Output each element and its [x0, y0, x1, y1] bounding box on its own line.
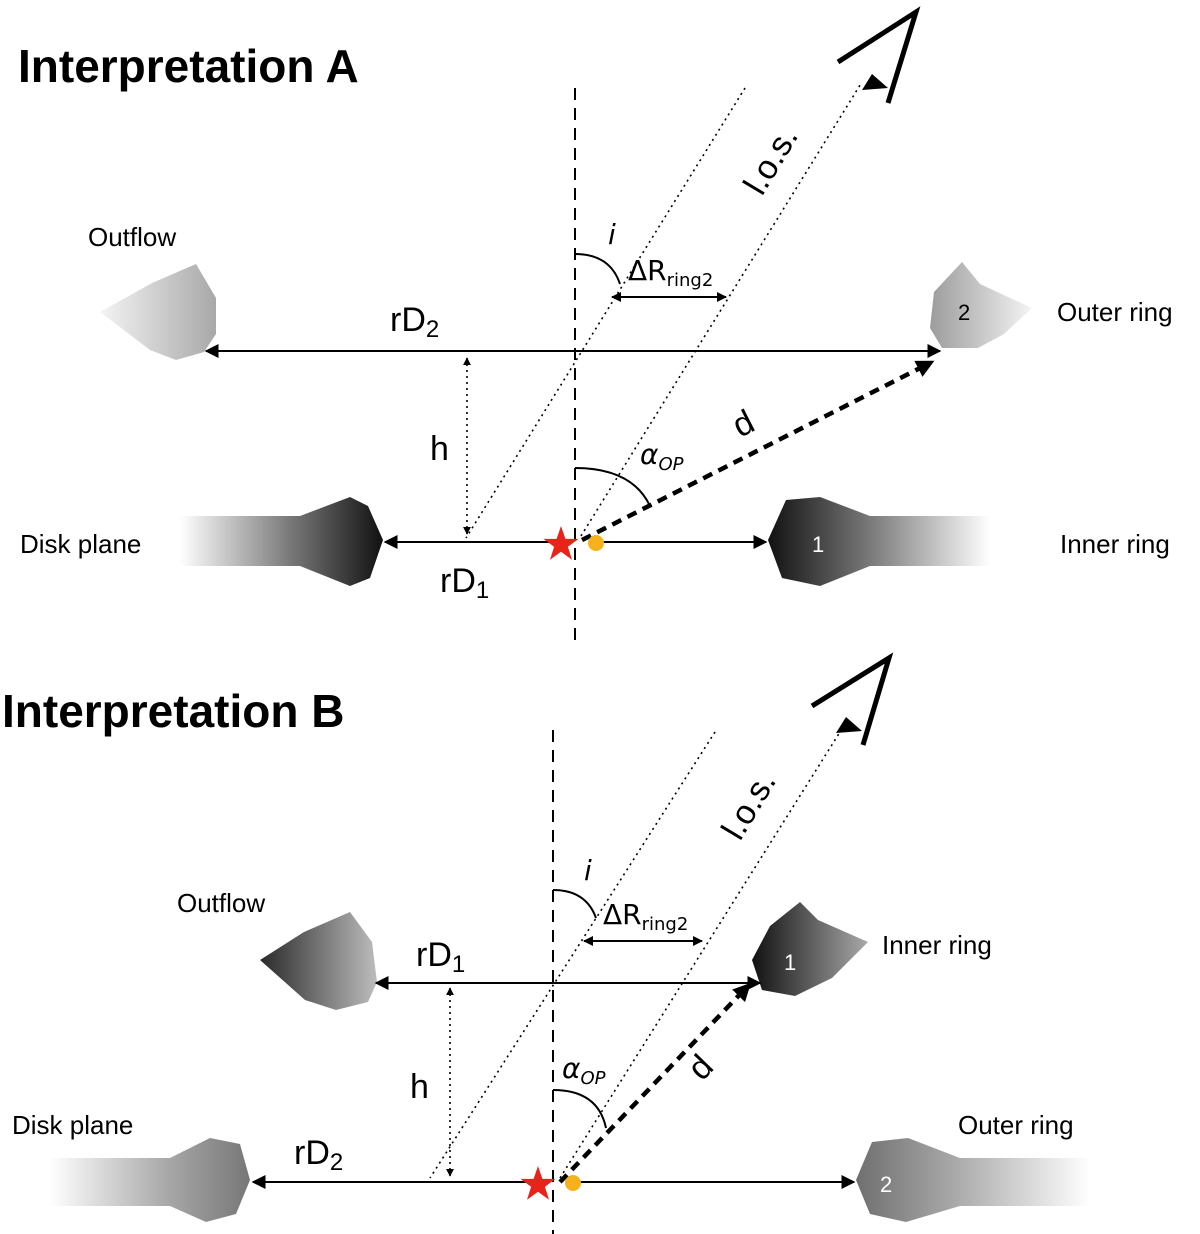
panel-b-disk-plane-label: Disk plane — [12, 1110, 133, 1140]
panel-a-ring-1-number: 1 — [812, 532, 824, 557]
panel-b-outer-ring-blob — [856, 1138, 1090, 1222]
panel-b-ring-1-number: 1 — [784, 950, 796, 975]
panel-a-los-label: l.o.s. — [736, 120, 806, 201]
panel-b: Interpretation B 1 2 — [2, 652, 1090, 1234]
panel-b-inclination-line — [429, 731, 716, 1179]
panel-a-inclination-arc — [574, 253, 621, 285]
panel-b-inclination-label: i — [584, 854, 592, 887]
panel-b-disk-plane-blob — [50, 1138, 250, 1222]
panel-b-alpha-arc — [552, 1089, 607, 1129]
panel-b-inner-ring-blob — [752, 902, 868, 996]
panel-a-disk-plane-blob — [180, 497, 383, 586]
panel-a-outer-ring-label: Outer ring — [1057, 297, 1173, 327]
panel-b-los-label: l.o.s. — [714, 765, 784, 846]
panel-a-inclination-line — [465, 87, 746, 539]
panel-a-distance-arrow — [580, 360, 935, 543]
panel-a-ring-2-number: 2 — [958, 300, 970, 325]
panel-a-distance-label: d — [726, 403, 760, 445]
panel-a-alpha-label: αOP — [640, 438, 684, 475]
panel-b-inclination-arc — [552, 889, 597, 919]
panel-a-dot-icon — [588, 535, 604, 551]
panel-a-inclination-label: i — [608, 218, 616, 251]
panel-a-outflow-label: Outflow — [88, 222, 176, 252]
panel-b-ring-2-number: 2 — [880, 1172, 892, 1197]
panel-a-alpha-arc — [574, 467, 651, 507]
panel-a-star-icon — [543, 526, 579, 560]
panel-b-outflow-label: Outflow — [177, 888, 265, 918]
panel-a-height-label: h — [430, 430, 449, 468]
panel-a-outer-ring-blob — [930, 262, 1032, 348]
panel-a-outflow-blob — [100, 264, 216, 360]
panel-b-eye-icon — [810, 652, 894, 746]
panel-a-eye-icon — [836, 6, 921, 104]
panel-b-rd2-label: rD2 — [294, 1134, 343, 1176]
panel-b-outer-ring-label: Outer ring — [958, 1110, 1074, 1140]
panel-b-dot-icon — [565, 1175, 581, 1191]
panel-b-distance-label: d — [680, 1048, 720, 1088]
panel-a-rd2-label: rD2 — [390, 301, 439, 343]
panel-b-line-of-sight — [559, 731, 841, 1179]
panel-a-title: Interpretation A — [18, 40, 359, 92]
panel-b-distance-arrow — [558, 982, 751, 1184]
panel-b-delta-r-label: ΔRring2 — [603, 898, 688, 935]
panel-b-height-label: h — [410, 1068, 429, 1106]
panel-b-outflow-blob — [260, 912, 377, 1010]
panel-a-line-of-sight — [580, 81, 863, 537]
panel-a-delta-r-label: ΔRring2 — [628, 254, 713, 291]
panel-a: Interpretation A 2 1 — [18, 6, 1173, 640]
panel-b-star-icon — [520, 1166, 556, 1200]
panel-a-inner-ring-label: Inner ring — [1060, 529, 1170, 559]
panel-a-inner-ring-blob — [768, 497, 990, 586]
panel-b-title: Interpretation B — [2, 685, 344, 737]
panel-a-disk-plane-label: Disk plane — [20, 529, 141, 559]
panel-b-alpha-label: αOP — [562, 1052, 606, 1089]
panel-a-rd1-label: rD1 — [440, 562, 489, 604]
panel-b-inner-ring-label: Inner ring — [882, 930, 992, 960]
panel-b-rd1-label: rD1 — [416, 936, 465, 978]
